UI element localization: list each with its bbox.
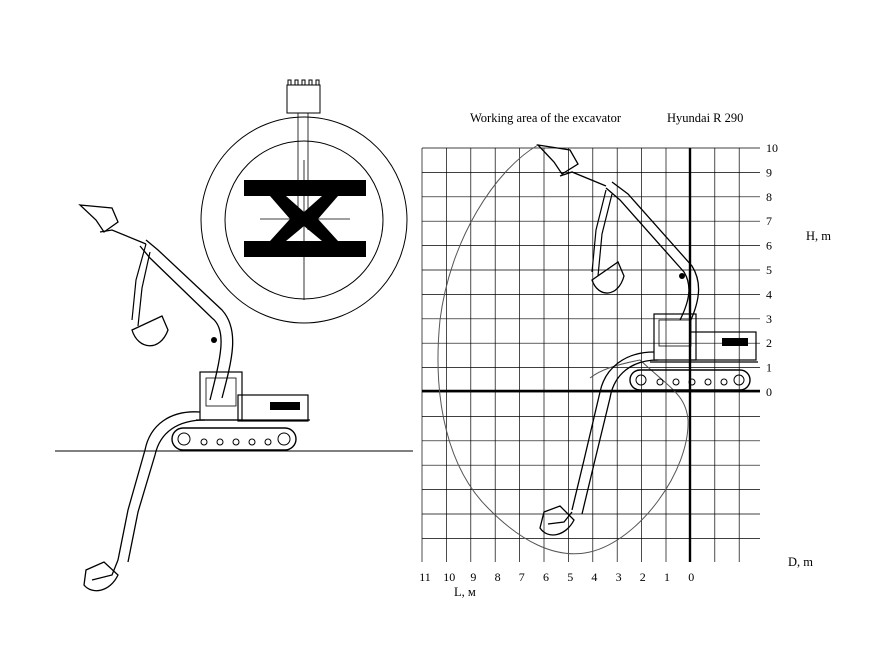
h-tick-label: 3 (766, 312, 772, 326)
excavator-diagram-icon (536, 144, 758, 536)
l-tick-label: 4 (591, 570, 597, 584)
h-tick-label: 4 (766, 287, 772, 301)
l-tick-label: 10 (443, 570, 455, 584)
h-tick-label: 2 (766, 336, 772, 350)
l-tick-label: 11 (419, 570, 431, 584)
h-tick-label: 1 (766, 361, 772, 375)
h-tick-label: 8 (766, 190, 772, 204)
h-tick-label: 9 (766, 165, 772, 179)
axis-h-label: H, m (806, 229, 831, 243)
l-tick-label: 7 (519, 570, 525, 584)
l-tick-label: 5 (567, 570, 573, 584)
axis-d-label: D, m (788, 555, 813, 569)
l-tick-label: 3 (616, 570, 622, 584)
working-envelope-icon (437, 144, 689, 555)
working-area-diagram: Working area of the excavator Hyundai R … (419, 111, 831, 599)
l-tick-label: 9 (470, 570, 476, 584)
h-tick-label: 0 (766, 385, 772, 399)
h-tick-label: 10 (766, 141, 778, 155)
l-tick-label: 1 (664, 570, 670, 584)
l-tick-label: 2 (640, 570, 646, 584)
axis-l-label: L, м (454, 585, 476, 599)
l-tick-label: 8 (495, 570, 501, 584)
excavator-top-view-icon (200, 79, 408, 324)
diagram-title: Working area of the excavator (470, 111, 622, 125)
h-tick-label: 7 (766, 214, 772, 228)
l-tick-label: 6 (543, 570, 549, 584)
excavator-side-view-icon (55, 204, 413, 592)
h-tick-label: 6 (766, 239, 772, 253)
l-tick-label: 0 (688, 570, 694, 584)
grid (421, 147, 760, 562)
h-tick-label: 5 (766, 263, 772, 277)
diagram-model: Hyundai R 290 (667, 111, 743, 125)
